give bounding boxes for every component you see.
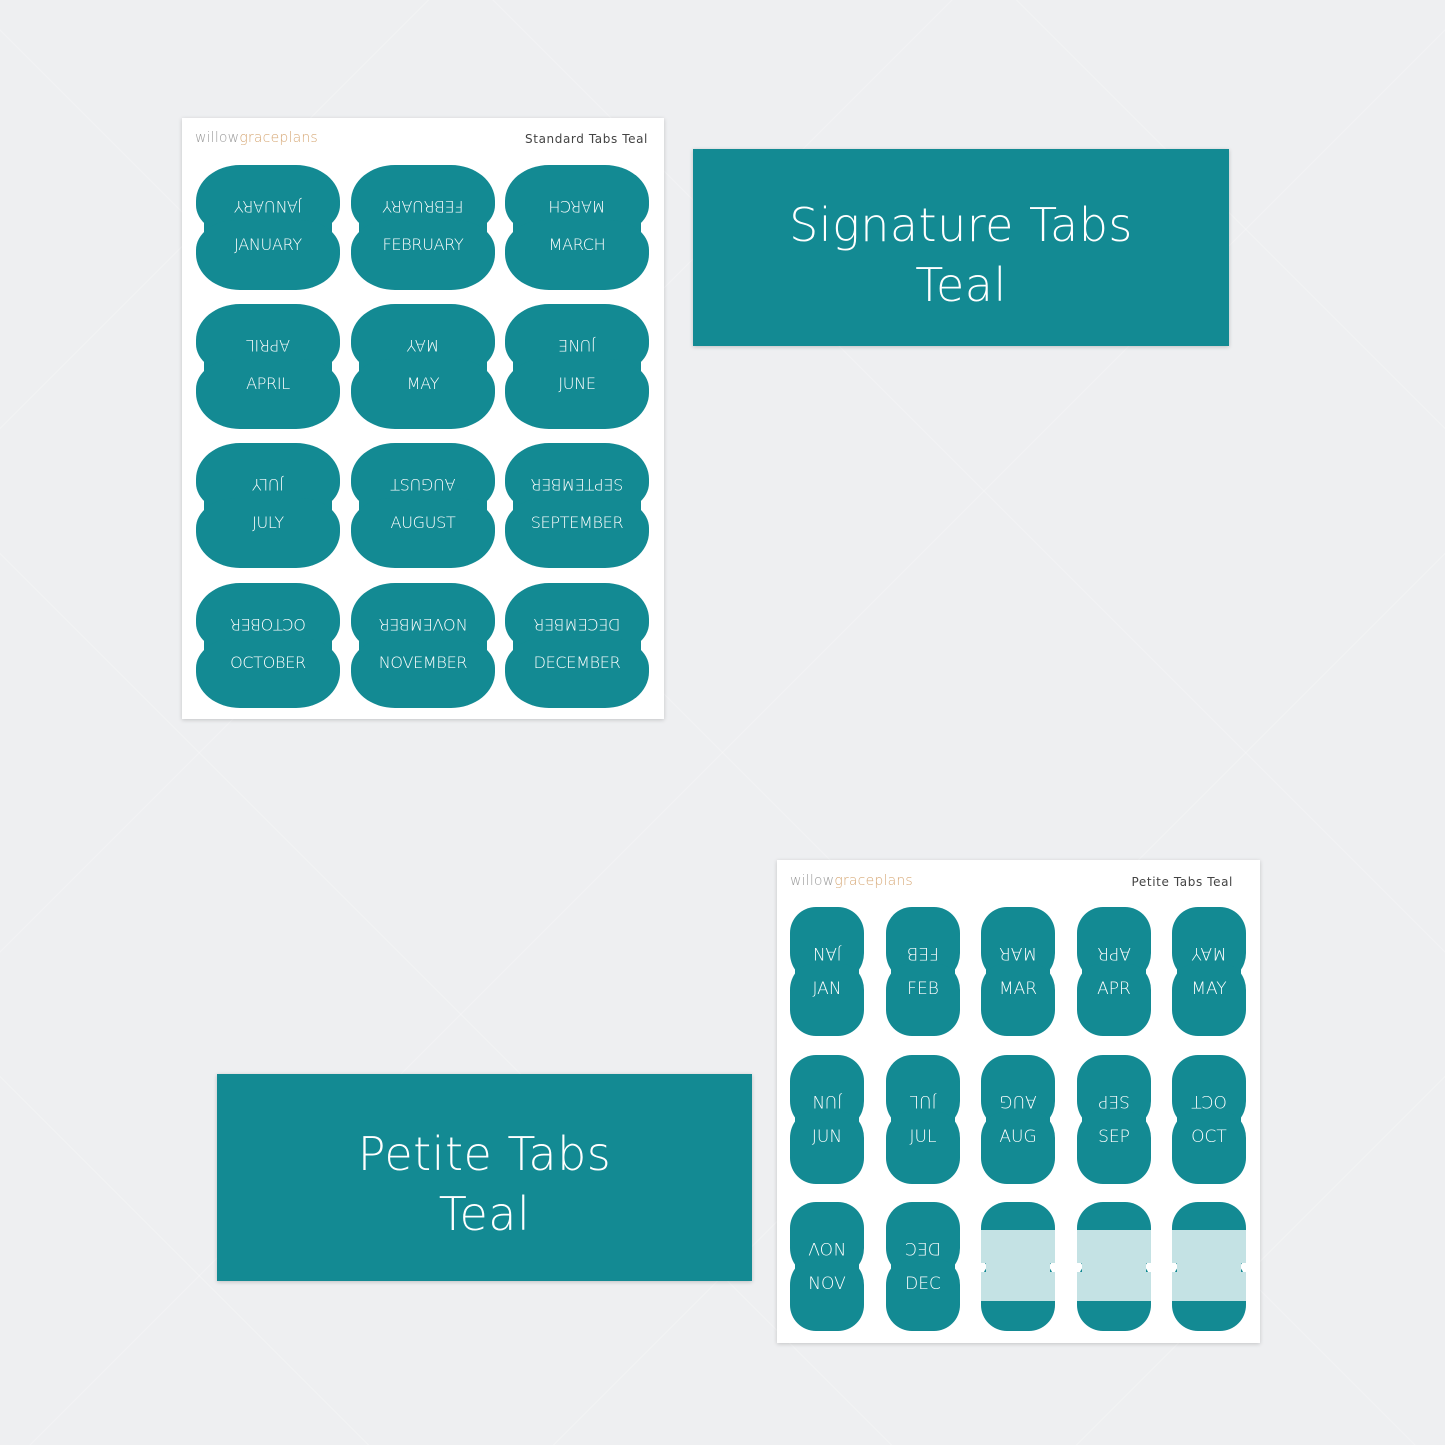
tab-label: NOVEMBER bbox=[378, 653, 468, 672]
tab-label: APR bbox=[1097, 979, 1131, 999]
tab-label: MAR bbox=[998, 979, 1038, 999]
tab-label-flipped: SEP bbox=[1098, 1091, 1130, 1111]
tab-december: DECEMBER DECEMBER bbox=[505, 583, 649, 708]
tab-label: JULY bbox=[252, 513, 284, 532]
tab-label-flipped: MAR bbox=[998, 943, 1038, 963]
tab-label: DECEMBER bbox=[533, 653, 621, 672]
tab-label: MAY bbox=[1191, 979, 1227, 999]
tab-march: MARCH MARCH bbox=[505, 165, 649, 290]
tab-nov: NOV NOV bbox=[790, 1202, 864, 1331]
brand-part-graceplans: graceplans bbox=[239, 130, 318, 146]
brand-logo: willowgraceplans bbox=[195, 130, 318, 146]
tab-label-flipped: JULY bbox=[252, 475, 284, 494]
tab-label-flipped: NOVEMBER bbox=[378, 615, 468, 634]
tab-february: FEBRUARY FEBRUARY bbox=[351, 165, 495, 290]
tab-label-flipped: DECEMBER bbox=[533, 615, 621, 634]
banner-title: Petite Tabs bbox=[357, 1127, 612, 1181]
tab-blank bbox=[981, 1202, 1055, 1331]
tab-label-flipped: JANUARY bbox=[234, 197, 302, 216]
tab-label-flipped: MAY bbox=[406, 336, 440, 355]
tab-label: AUG bbox=[999, 1127, 1037, 1147]
tab-label-flipped: MAY bbox=[1191, 943, 1227, 963]
tab-label-flipped: APR bbox=[1097, 943, 1131, 963]
tab-blank bbox=[1077, 1202, 1151, 1331]
sheet-title: Standard Tabs Teal bbox=[525, 132, 648, 146]
tab-may: MAY MAY bbox=[351, 304, 495, 429]
tab-label: JUN bbox=[811, 1127, 843, 1147]
petite-tabs-sheet: willowgraceplans Petite Tabs Teal JAN JA… bbox=[777, 860, 1260, 1343]
tab-label-flipped: FEBRUARY bbox=[382, 197, 464, 216]
tab-label-flipped: DEC bbox=[905, 1238, 941, 1258]
tab-label-flipped: NOV bbox=[808, 1238, 846, 1258]
tab-aug: AUG AUG bbox=[981, 1055, 1055, 1184]
tab-label-flipped: JAN bbox=[812, 943, 842, 963]
tab-label: AUGUST bbox=[390, 513, 456, 532]
tab-august: AUGUST AUGUST bbox=[351, 443, 495, 568]
tab-label: OCTOBER bbox=[230, 653, 306, 672]
petite-tabs-banner: Petite Tabs Teal bbox=[217, 1074, 752, 1281]
tab-november: NOVEMBER NOVEMBER bbox=[351, 583, 495, 708]
banner-subtitle: Teal bbox=[915, 258, 1007, 312]
tab-september: SEPTEMBER SEPTEMBER bbox=[505, 443, 649, 568]
tab-april: APRIL APRIL bbox=[196, 304, 340, 429]
brand-part-graceplans: graceplans bbox=[834, 873, 913, 889]
banner-title: Signature Tabs bbox=[789, 198, 1133, 252]
tab-label: MAY bbox=[406, 374, 440, 393]
tab-label: APRIL bbox=[246, 374, 290, 393]
tab-label-flipped: APRIL bbox=[246, 336, 290, 355]
tab-label-flipped: JUN bbox=[811, 1091, 843, 1111]
tab-label-flipped: MARCH bbox=[548, 197, 606, 216]
tab-label: JANUARY bbox=[234, 235, 302, 254]
tab-mar: MAR MAR bbox=[981, 907, 1055, 1036]
tab-october: OCTOBER OCTOBER bbox=[196, 583, 340, 708]
tab-sep: SEP SEP bbox=[1077, 1055, 1151, 1184]
tab-feb: FEB FEB bbox=[886, 907, 960, 1036]
tab-blank bbox=[1172, 1202, 1246, 1331]
tab-label-flipped: OCTOBER bbox=[230, 615, 306, 634]
brand-part-willow: willow bbox=[790, 873, 835, 889]
brand-part-willow: willow bbox=[195, 130, 240, 146]
tab-label: JUL bbox=[909, 1127, 937, 1147]
tab-label-flipped: OCT bbox=[1191, 1091, 1227, 1111]
tab-label-flipped: JUL bbox=[909, 1091, 937, 1111]
tab-jun: JUN JUN bbox=[790, 1055, 864, 1184]
tab-label-flipped: SEPTEMBER bbox=[530, 475, 624, 494]
tab-apr: APR APR bbox=[1077, 907, 1151, 1036]
standard-tabs-sheet: willowgraceplans Standard Tabs Teal JANU… bbox=[182, 118, 664, 719]
tab-oct: OCT OCT bbox=[1172, 1055, 1246, 1184]
tab-label-flipped: JUNE bbox=[558, 336, 596, 355]
tab-jan: JAN JAN bbox=[790, 907, 864, 1036]
tab-may: MAY MAY bbox=[1172, 907, 1246, 1036]
tab-january: JANUARY JANUARY bbox=[196, 165, 340, 290]
tab-label: SEP bbox=[1098, 1127, 1130, 1147]
brand-logo: willowgraceplans bbox=[790, 873, 913, 889]
tab-label-flipped: FEB bbox=[907, 943, 939, 963]
tab-label: DEC bbox=[905, 1274, 941, 1294]
tab-label: JUNE bbox=[558, 374, 596, 393]
banner-subtitle: Teal bbox=[438, 1187, 531, 1241]
tab-label: FEBRUARY bbox=[382, 235, 464, 254]
sheet-title: Petite Tabs Teal bbox=[1131, 875, 1233, 889]
tab-label-flipped: AUGUST bbox=[390, 475, 456, 494]
tab-label: NOV bbox=[808, 1274, 846, 1294]
tab-label: SEPTEMBER bbox=[530, 513, 624, 532]
tab-june: JUNE JUNE bbox=[505, 304, 649, 429]
tab-label: MARCH bbox=[548, 235, 606, 254]
tab-label: FEB bbox=[907, 979, 939, 999]
tab-label-flipped: AUG bbox=[999, 1091, 1037, 1111]
tab-label: JAN bbox=[812, 979, 842, 999]
tab-july: JULY JULY bbox=[196, 443, 340, 568]
tab-dec: DEC DEC bbox=[886, 1202, 960, 1331]
tab-label: OCT bbox=[1191, 1127, 1227, 1147]
signature-tabs-banner: Signature Tabs Teal bbox=[693, 149, 1229, 346]
tab-jul: JUL JUL bbox=[886, 1055, 960, 1184]
